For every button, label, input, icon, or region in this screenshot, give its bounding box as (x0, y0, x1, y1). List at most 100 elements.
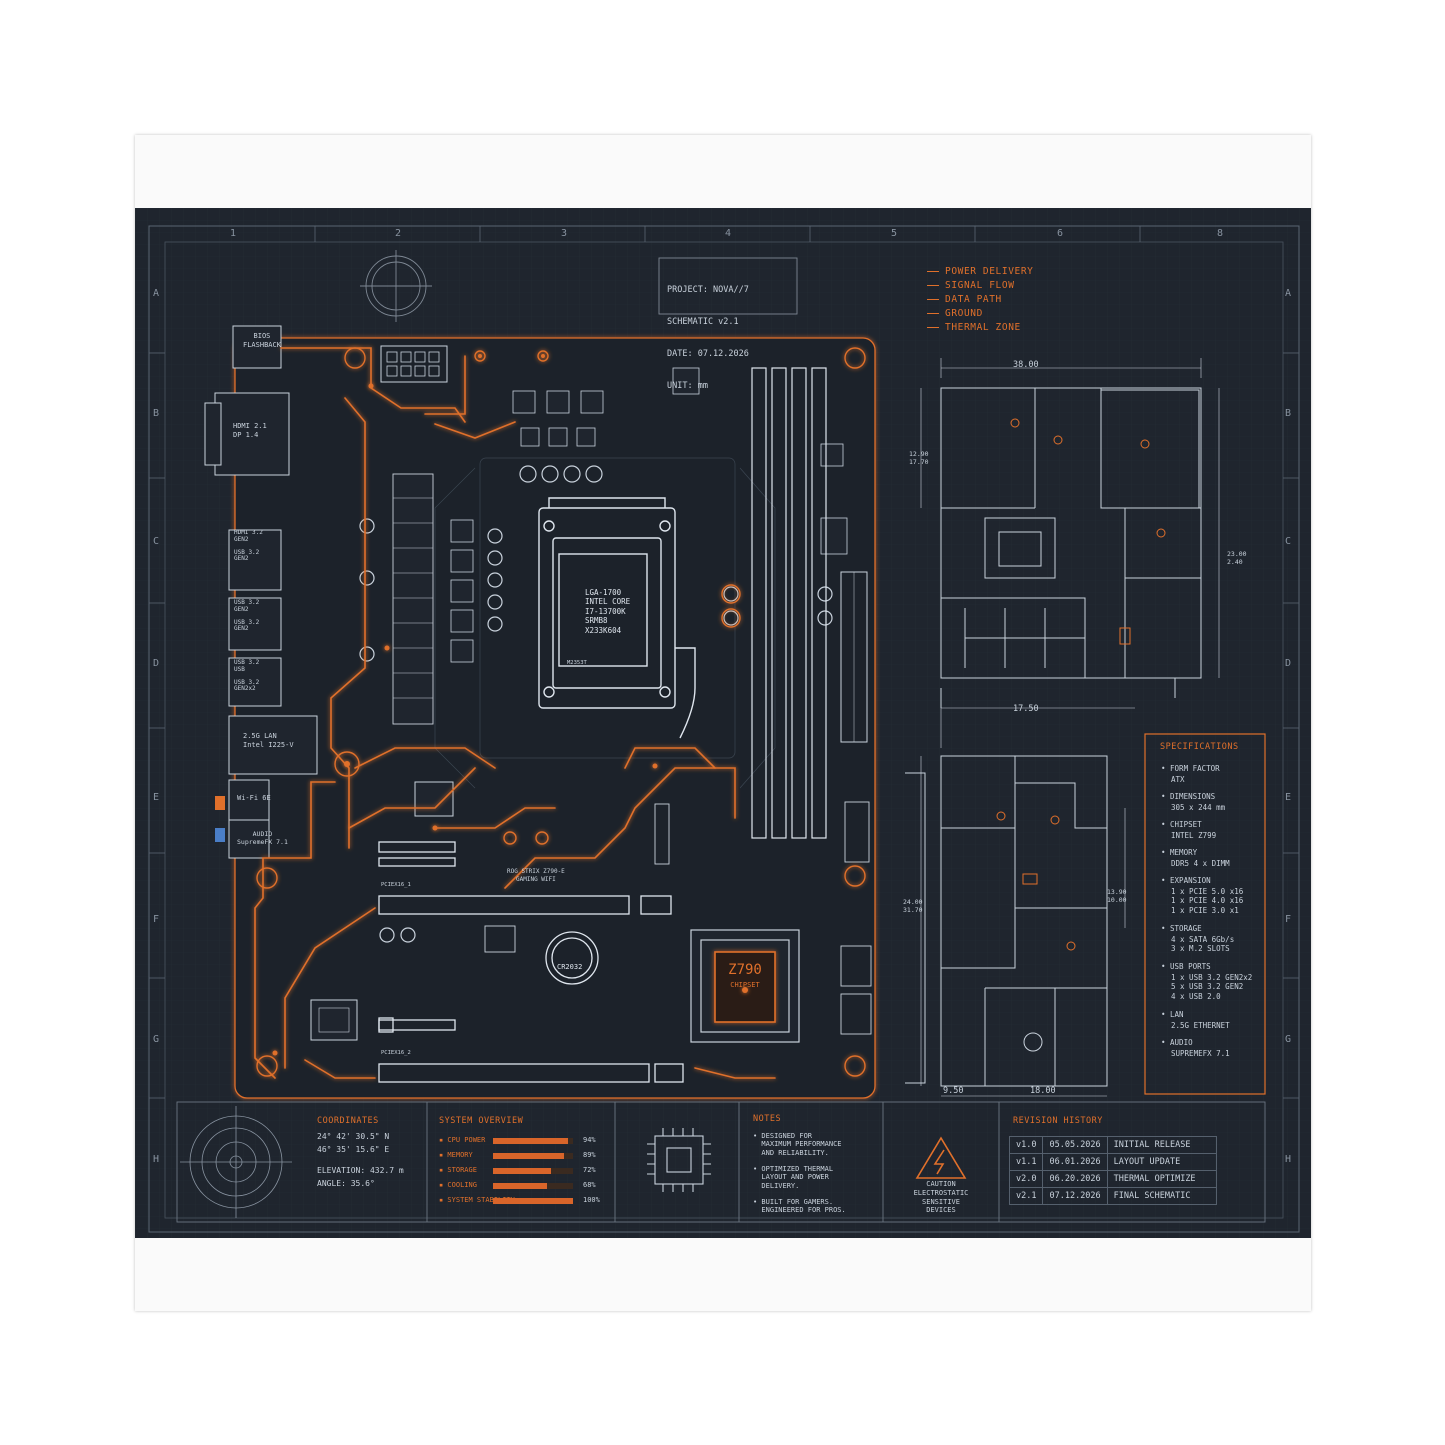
overview-bar-fill (493, 1153, 565, 1159)
revision-cell: THERMAL OPTIMIZE (1106, 1170, 1217, 1188)
grid-row-c-right: C (1285, 536, 1292, 547)
dim-bottom-a: 9.50 (943, 1086, 964, 1096)
schematic-version: SCHEMATIC v2.1 (667, 317, 739, 328)
grid-col-5: 5 (891, 228, 898, 239)
spec-value: ATX (1171, 775, 1185, 784)
dim-top-width: 38.00 (1013, 360, 1039, 370)
grid-row-a-right: A (1285, 288, 1292, 299)
pcie-label-1: PCIEX16_1 (381, 882, 411, 888)
coordinates-elevation: ELEVATION: 432.7 m (317, 1166, 404, 1175)
chipset-sub-label: CHIPSET (730, 981, 760, 989)
hdmi-dp-label: HDMI 2.1 DP 1.4 (233, 422, 267, 439)
coordinates-lon: 46° 35' 15.6" E (317, 1145, 390, 1154)
spec-value: 4 x SATA 6Gb/s 3 x M.2 SLOTS (1171, 935, 1235, 954)
spec-key: • LAN (1161, 1010, 1184, 1019)
legend-item: THERMAL ZONE (927, 322, 1021, 333)
revision-cell: INITIAL RELEASE (1106, 1136, 1217, 1154)
revision-cell: 06.20.2026 (1042, 1170, 1108, 1188)
caution-text: CAUTION ELECTROSTATIC SENSITIVE DEVICES (913, 1180, 969, 1215)
revision-cell: v1.1 (1008, 1153, 1044, 1171)
spec-key: • AUDIO (1161, 1038, 1193, 1047)
grid-row-g-left: G (153, 1034, 160, 1045)
coordinates-angle: ANGLE: 35.6° (317, 1179, 375, 1188)
spec-key: • FORM FACTOR (1161, 764, 1220, 773)
overview-value: 100% (583, 1196, 600, 1204)
spec-value: 1 x USB 3.2 GEN2x2 5 x USB 3.2 GEN2 4 x … (1171, 973, 1253, 1001)
overview-bar-fill (493, 1198, 573, 1204)
lan-label: 2.5G LAN Intel I225-V (243, 732, 294, 749)
grid-col-3: 3 (561, 228, 568, 239)
grid-row-b-left: B (153, 408, 160, 419)
grid-row-d-left: D (153, 658, 160, 669)
audio-label: AUDIO SupremeFX 7.1 (237, 830, 288, 847)
grid-row-e-left: E (153, 792, 160, 803)
wifi-label: Wi-Fi 6E (237, 794, 271, 802)
battery-label: CR2032 (557, 963, 583, 971)
spec-value: 2.5G ETHERNET (1171, 1021, 1230, 1030)
spec-key: • USB PORTS (1161, 962, 1211, 971)
dim-bottom-b: 18.00 (1030, 1086, 1056, 1096)
grid-row-e-right: E (1285, 792, 1292, 803)
grid-col-2: 2 (395, 228, 402, 239)
schematic-drawing (135, 208, 1311, 1238)
coordinates-title: COORDINATES (317, 1116, 379, 1126)
revision-cell: FINAL SCHEMATIC (1106, 1187, 1217, 1205)
note-item: • DESIGNED FOR MAXIMUM PERFORMANCE AND R… (753, 1132, 842, 1157)
overview-label: ▪ COOLING (439, 1181, 477, 1189)
note-item: • OPTIMIZED THERMAL LAYOUT AND POWER DEL… (753, 1165, 834, 1190)
grid-row-h-left: H (153, 1154, 160, 1165)
revision-cell: v2.0 (1008, 1170, 1044, 1188)
overview-bar-fill (493, 1138, 569, 1144)
grid-row-a-left: A (153, 288, 160, 299)
io-usb-c-label: USB 3.2 USB USB 3.2 GEN2x2 (234, 659, 260, 693)
spec-key: • CHIPSET (1161, 820, 1202, 829)
io-usb-b-label: USB 3.2 GEN2 USB 3.2 GEN2 (234, 599, 260, 633)
legend-item: GROUND (927, 308, 983, 319)
dim-left-a: 12.90 17.70 (909, 450, 929, 467)
notes-title: NOTES (753, 1114, 782, 1124)
overview-value: 68% (583, 1181, 596, 1189)
spec-key: • DIMENSIONS (1161, 792, 1216, 801)
grid-row-c-left: C (153, 536, 160, 547)
chip-icon (647, 1128, 711, 1192)
overview-label: ▪ MEMORY (439, 1151, 473, 1159)
revision-cell: 07.12.2026 (1042, 1187, 1108, 1205)
overview-value: 94% (583, 1136, 596, 1144)
model-label: ROG STRIX Z790-E GAMING WIFI (507, 868, 565, 883)
grid-row-g-right: G (1285, 1034, 1292, 1045)
caution-icon (915, 1136, 967, 1179)
spec-value: INTEL Z799 (1171, 831, 1217, 840)
system-overview-title: SYSTEM OVERVIEW (439, 1116, 524, 1126)
legend-item: POWER DELIVERY (927, 266, 1033, 277)
spec-key: • STORAGE (1161, 924, 1202, 933)
overview-value: 72% (583, 1166, 596, 1174)
io-usb-a-label: HDMI 3.2 GEN2 USB 3.2 GEN2 (234, 529, 263, 563)
grid-row-b-right: B (1285, 408, 1292, 419)
cpu-label: LGA-1700 INTEL CORE I7-13700K SRMB8 X233… (585, 588, 631, 635)
dim-right-a: 23.00 2.40 (1227, 550, 1247, 567)
project-name: PROJECT: NOVA//7 (667, 285, 749, 296)
dim-right-b: 13.90 10.00 (1107, 888, 1127, 905)
dim-mid-width: 17.50 (1013, 704, 1039, 714)
revision-history-title: REVISION HISTORY (1013, 1116, 1103, 1126)
chipset-main-label: Z790 (728, 962, 762, 978)
overview-value: 89% (583, 1151, 596, 1159)
spec-value: 1 x PCIE 5.0 x16 1 x PCIE 4.0 x16 1 x PC… (1171, 887, 1244, 915)
grid-row-h-right: H (1285, 1154, 1292, 1165)
spec-value: SUPREMEFX 7.1 (1171, 1049, 1230, 1058)
schematic-date: DATE: 07.12.2026 (667, 349, 749, 359)
revision-cell: 05.05.2026 (1042, 1136, 1108, 1154)
revision-cell: LAYOUT UPDATE (1106, 1153, 1217, 1171)
overview-bar-fill (493, 1168, 551, 1174)
project-block: PROJECT: NOVA//7 SCHEMATIC v2.1 DATE: 07… (667, 264, 749, 413)
grid-col-8: 8 (1217, 228, 1224, 239)
grid-row-f-right: F (1285, 914, 1292, 925)
coordinates-lat: 24° 42' 30.5" N (317, 1132, 390, 1141)
pcie-label-2: PCIEX16_2 (381, 1050, 411, 1056)
